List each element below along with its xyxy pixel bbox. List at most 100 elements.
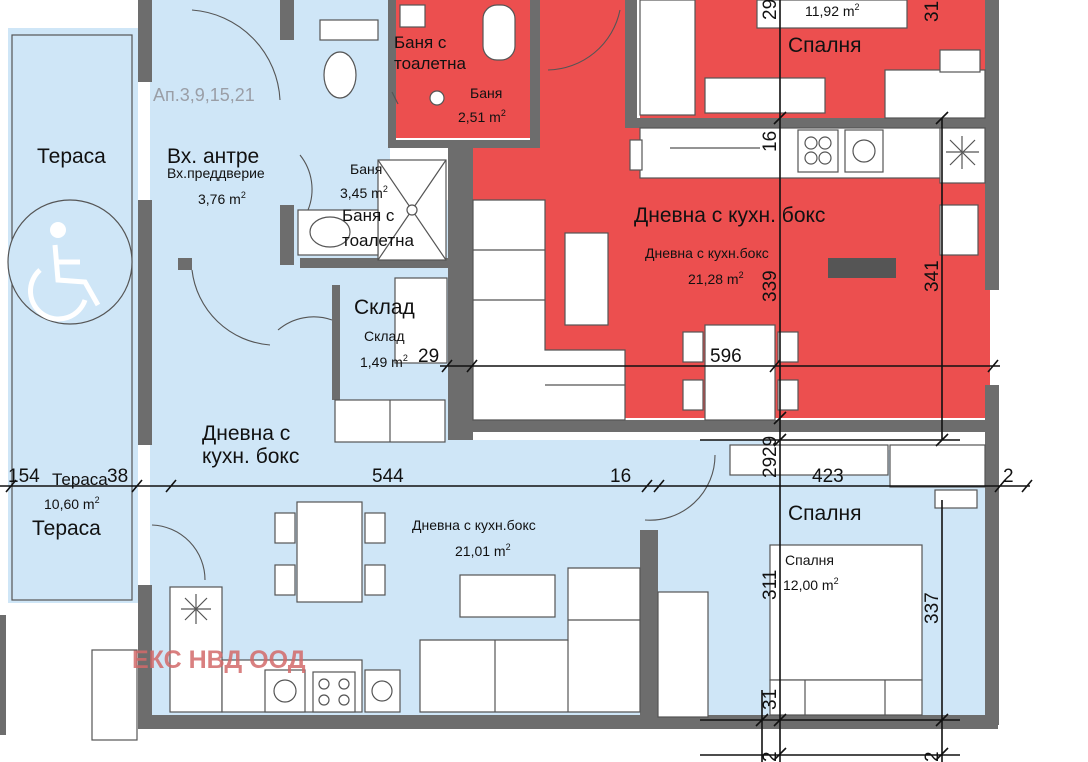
red-living-area: 21,28 m2 (688, 270, 744, 287)
dim-2-bottom-left: 2 (760, 751, 781, 762)
doors (151, 9, 716, 581)
wall (138, 715, 998, 729)
bath-title-1: Баня с (342, 206, 395, 225)
door-swing (191, 269, 271, 346)
small-bath-title-2: тоалетна (394, 54, 466, 73)
small-bath-name: Баня (470, 85, 502, 101)
small-bath-area: 2,51 m2 (458, 108, 506, 125)
storage-name: Склад (364, 328, 405, 344)
kitchen-counter (169, 586, 223, 713)
wall (332, 285, 340, 400)
door-swing (151, 524, 206, 581)
dim-31-bottom: 31 (760, 689, 781, 710)
dim-311: 311 (760, 570, 781, 600)
dim-29-top: 29 (760, 0, 781, 20)
hall-title: Вх. антре (167, 145, 259, 168)
wall (300, 258, 450, 268)
toilet-icon (482, 4, 516, 61)
wardrobe (657, 591, 709, 718)
dim-544: 544 (372, 466, 404, 487)
blue-living-area: 21,01 m2 (455, 542, 511, 559)
terrace-name: Тераса (52, 470, 108, 489)
dim-423: 423 (812, 466, 844, 487)
wall (985, 0, 999, 290)
blue-living-title-1: Дневна с (202, 422, 290, 445)
sink-icon (844, 129, 884, 173)
dim-16-vertical: 16 (760, 131, 781, 152)
wall (0, 615, 6, 735)
door-swing (547, 9, 621, 71)
wall (280, 205, 294, 265)
stove-icon (797, 129, 839, 173)
dim-29-mid: 29 (760, 457, 781, 478)
dim-38: 38 (107, 466, 128, 487)
room-labels: Ап.3,9,15,21 Тераса Тераса 10,60 m2 Тера… (32, 2, 861, 674)
terrace-bottom-title: Тераса (32, 517, 101, 540)
wall (450, 420, 995, 432)
dim-2-bottom-right: 2 (922, 751, 943, 762)
wall (138, 0, 152, 82)
apartment-label: Ап.3,9,15,21 (153, 85, 255, 105)
dining-table (704, 324, 776, 421)
bath-area: 3,45 m2 (340, 184, 388, 201)
walls (0, 0, 999, 735)
hall-area: 3,76 m2 (198, 190, 246, 207)
wall (138, 200, 152, 445)
coffee-table (564, 232, 609, 326)
terrace-top-title: Тераса (37, 145, 106, 168)
wall (640, 530, 658, 720)
bed (769, 544, 923, 681)
dim-596: 596 (710, 346, 742, 367)
small-bath-title-1: Баня с (394, 33, 447, 52)
bar-counter (828, 258, 896, 278)
dimension-labels: 154 38 544 16 423 2 29 596 339 341 16 29… (8, 0, 1014, 762)
door-swing (644, 454, 716, 521)
furniture (11, 0, 986, 741)
stove-icon (312, 671, 356, 713)
dim-337: 337 (922, 592, 943, 624)
dim-29-storage: 29 (418, 346, 439, 367)
wheelchair-access-icon (7, 199, 133, 325)
coffee-table (459, 574, 556, 618)
bath-title-2: тоалетна (342, 231, 414, 250)
bedroom-title: Спалня (788, 502, 861, 525)
terrace-area: 10,60 m2 (44, 495, 100, 512)
dim-16: 16 (610, 466, 631, 487)
bedroom-area: 12,00 m2 (783, 576, 839, 593)
watermark: ЕКС НВД ООД (132, 646, 306, 674)
washing-machine-icon (939, 204, 979, 256)
red-living-zone (470, 118, 990, 418)
blue-living-name: Дневна с кухн.бокс (412, 517, 536, 533)
red-living-name: Дневна с кухн.бокс (645, 245, 769, 261)
red-bedroom-title: Спалня (788, 34, 861, 57)
dim-31-top: 31 (922, 1, 943, 22)
red-bedroom-area: 11,92 m2 (805, 2, 860, 19)
bed-top (756, 0, 908, 29)
wall (625, 118, 990, 128)
toilet-icon (319, 19, 379, 41)
dim-154: 154 (8, 466, 40, 487)
door-swing (299, 154, 313, 211)
door-swing (191, 9, 281, 101)
fridge-icon (364, 669, 401, 713)
door-swing (277, 316, 333, 331)
wall (625, 0, 637, 125)
dim-2: 2 (1003, 466, 1014, 487)
storage-area: 1,49 m2 (360, 353, 408, 370)
bath-name: Баня (350, 161, 382, 177)
dim-29-left: 29 (760, 436, 781, 457)
blue-living-title-2: кухн. бокс (202, 445, 299, 468)
dim-339: 339 (760, 270, 781, 302)
hall-name: Вх.преддверие (167, 165, 265, 181)
bedroom-name: Спалня (785, 552, 834, 568)
wall (178, 258, 192, 270)
dining-table (296, 501, 363, 603)
sink-icon (264, 669, 306, 713)
red-living-title: Дневна с кухн. бокс (634, 204, 825, 227)
dimension-lines (0, 0, 1033, 762)
dim-341: 341 (922, 260, 943, 292)
wall (280, 0, 294, 40)
wall (138, 585, 152, 725)
sofa (472, 199, 626, 421)
